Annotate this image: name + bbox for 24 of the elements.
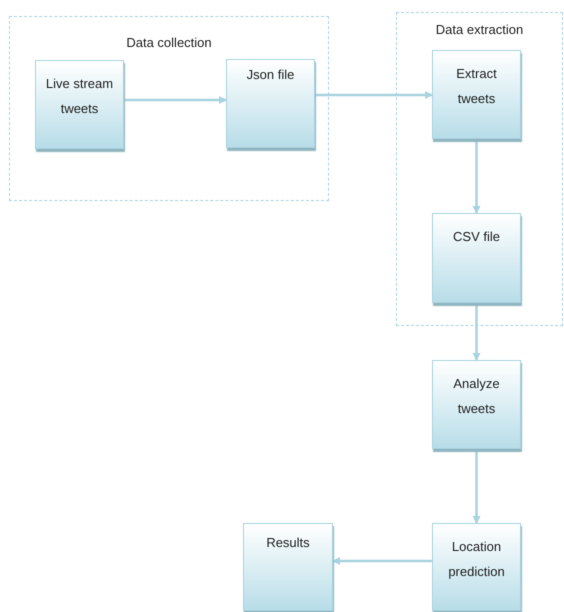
box-label: Results bbox=[265, 534, 311, 552]
process-box bbox=[432, 50, 521, 139]
arrow bbox=[124, 96, 227, 104]
dashed-group-frame bbox=[9, 16, 329, 201]
arrow bbox=[332, 557, 432, 565]
dashed-group-frame bbox=[396, 12, 563, 326]
box-label: CSV file bbox=[452, 228, 501, 246]
box-label: Analyze tweets bbox=[452, 375, 501, 418]
process-box bbox=[432, 523, 521, 611]
process-box bbox=[35, 60, 124, 149]
box-label: Extract tweets bbox=[455, 65, 498, 108]
arrow bbox=[472, 303, 480, 361]
group-heading: Data collection bbox=[125, 35, 213, 51]
arrow bbox=[315, 91, 433, 99]
arrow bbox=[472, 449, 480, 524]
group-heading: Data extraction bbox=[434, 22, 524, 38]
arrow bbox=[472, 139, 480, 214]
process-box bbox=[432, 360, 521, 449]
process-box bbox=[226, 59, 315, 148]
box-label: Location prediction bbox=[447, 538, 506, 581]
process-box bbox=[432, 213, 521, 303]
box-label: Json file bbox=[246, 66, 296, 84]
box-label: Live stream tweets bbox=[44, 75, 114, 118]
process-box bbox=[243, 523, 333, 611]
